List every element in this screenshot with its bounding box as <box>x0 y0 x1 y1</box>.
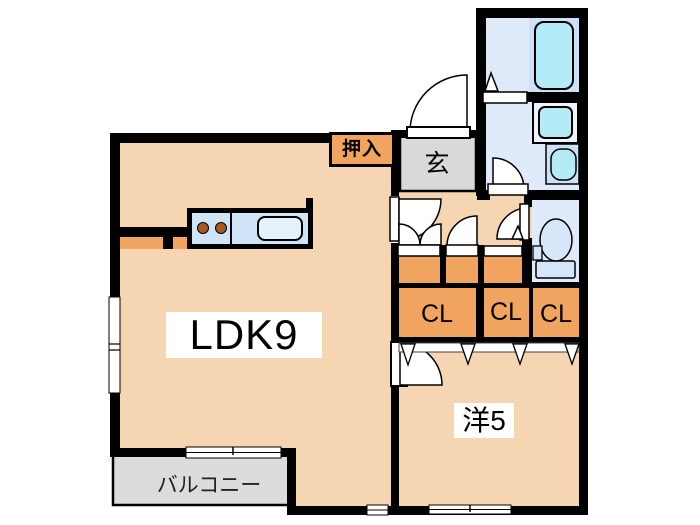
wall <box>532 282 579 288</box>
closet-cl1-label: CL <box>421 300 453 328</box>
wall <box>391 283 532 288</box>
closet-cl2 <box>484 288 529 337</box>
wall <box>110 133 120 457</box>
wall <box>466 130 477 138</box>
wall <box>527 190 588 200</box>
sanitary-fixtures <box>529 18 580 279</box>
doors <box>389 70 580 387</box>
wall <box>579 8 588 515</box>
hall-closet-1 <box>399 256 440 283</box>
kitchen-sink-icon <box>257 216 303 241</box>
wall <box>163 227 173 249</box>
wall <box>527 92 588 102</box>
toilet-door-leaf <box>510 224 525 240</box>
wall <box>476 8 588 18</box>
ldk-hall-door-leaf <box>389 196 400 242</box>
bath-door-sill <box>482 91 528 104</box>
closet-cl2-label: CL <box>490 298 522 326</box>
wall <box>440 245 446 283</box>
wall <box>476 288 484 337</box>
stove-burner-icon <box>197 222 209 234</box>
toilet-icon <box>539 218 573 262</box>
western-room-label: 洋5 <box>454 403 514 438</box>
wall <box>391 243 399 343</box>
wall <box>110 227 188 237</box>
entry-door-swing <box>409 74 468 133</box>
wall <box>110 133 398 143</box>
wall <box>391 387 399 506</box>
kitchen-base-strip <box>173 237 188 249</box>
balcony-label: バルコニー <box>156 474 262 497</box>
wall <box>391 130 410 138</box>
wall <box>476 8 486 196</box>
wall <box>477 190 490 200</box>
ldk-room-label: LDK9 <box>166 312 322 358</box>
oshiire-closet: 押入 <box>329 132 395 167</box>
cl-folding-door <box>460 343 476 366</box>
closet-cl3 <box>533 288 579 337</box>
closet-sill <box>445 244 479 257</box>
wall <box>522 238 532 288</box>
closet-sill <box>483 245 523 257</box>
cl-folding-door <box>400 343 416 368</box>
bathtub-icon <box>534 21 574 90</box>
closet-cl1 <box>399 288 476 337</box>
kitchen-base-strip <box>120 237 163 249</box>
cl-folding-door <box>564 343 580 366</box>
wall <box>529 288 533 337</box>
bath-folding-door <box>483 70 500 92</box>
stove-burner-icon <box>215 222 227 234</box>
entrance-label: 玄 <box>424 150 450 178</box>
toilet-tank <box>535 260 576 279</box>
window-left <box>108 296 121 394</box>
washroom-door-sill <box>487 183 529 196</box>
toilet-paper-holder <box>532 245 543 261</box>
toilet-door-leaf <box>519 203 530 241</box>
windows <box>108 296 512 516</box>
hall-closet-3 <box>484 256 522 283</box>
kitchen-counter <box>187 208 313 249</box>
washing-machine-icon <box>550 148 577 181</box>
cl-door-sill <box>398 342 580 353</box>
entry-door-leaf <box>406 126 471 139</box>
wall <box>478 245 484 283</box>
wall <box>391 337 588 343</box>
hall-closet-2 <box>446 256 478 283</box>
wall <box>287 448 296 508</box>
vanity-sink-icon <box>538 106 573 139</box>
closet-door-swing <box>446 215 478 247</box>
cl-folding-door <box>512 343 528 366</box>
closet-sill <box>397 244 441 257</box>
closet-cl3-label: CL <box>540 300 572 328</box>
wall <box>391 130 399 196</box>
wall <box>524 195 532 207</box>
